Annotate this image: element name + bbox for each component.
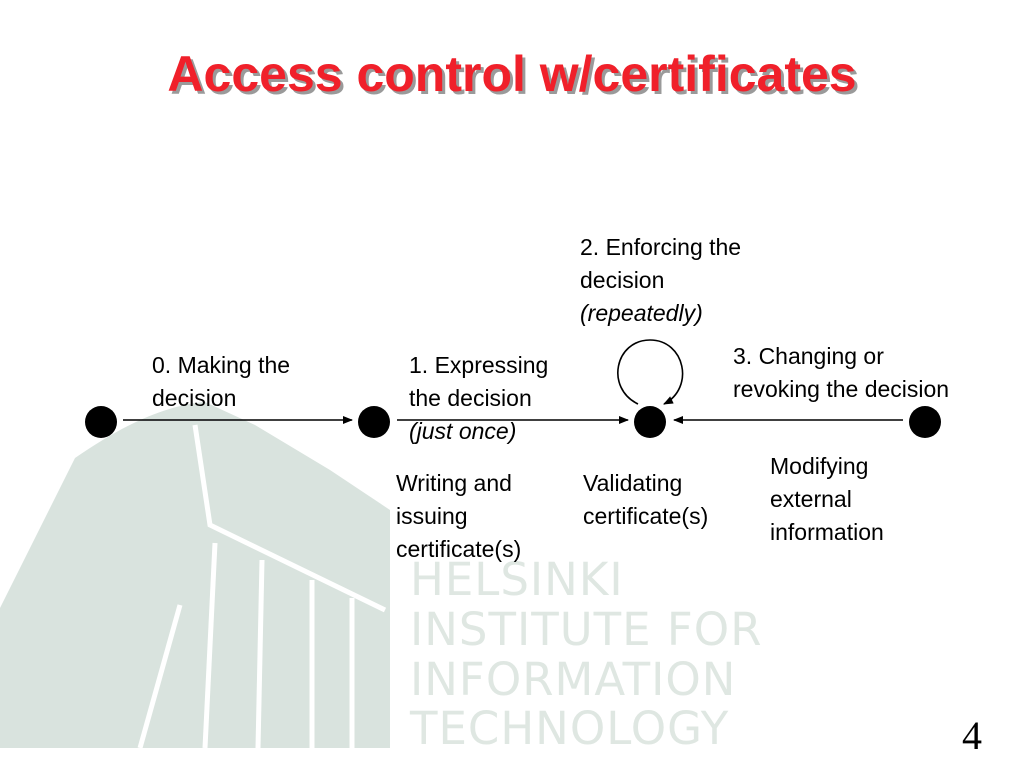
- writing-label: Writing and issuing certificate(s): [396, 467, 521, 566]
- label-line: decision: [580, 267, 665, 293]
- step0-label: 0. Making the decision: [152, 349, 290, 415]
- label-line: decision: [152, 385, 237, 411]
- watermark-line: INFORMATION: [410, 653, 737, 706]
- label-line: 2. Enforcing the: [580, 234, 742, 260]
- step1-label: 1. Expressing the decision (just once): [409, 349, 548, 448]
- watermark-line: INSTITUTE FOR: [410, 603, 763, 656]
- label-line: certificate(s): [396, 536, 522, 562]
- label-line: certificate(s): [583, 503, 709, 529]
- label-line: (repeatedly): [580, 300, 703, 326]
- label-line: 0. Making the: [152, 352, 291, 378]
- label-line: external: [770, 486, 852, 512]
- state-node: [85, 406, 117, 438]
- modifying-label: Modifying external information: [770, 450, 884, 549]
- label-line: the decision: [409, 385, 532, 411]
- step2-label: 2. Enforcing the decision (repeatedly): [580, 231, 741, 330]
- slide-title: Access control w/certificates: [167, 46, 857, 102]
- label-line: Validating: [583, 470, 683, 496]
- label-line: Modifying: [770, 453, 869, 479]
- label-line: (just once): [409, 418, 517, 444]
- self-loop-arrow: [617, 339, 684, 405]
- label-line: 1. Expressing: [409, 352, 549, 378]
- state-node: [909, 406, 941, 438]
- label-line: 3. Changing or: [733, 343, 884, 369]
- label-line: Writing and: [396, 470, 512, 496]
- page-number: 4: [962, 713, 982, 758]
- step3-label: 3. Changing or revoking the decision: [733, 340, 949, 406]
- label-line: information: [770, 519, 884, 545]
- validating-label: Validating certificate(s): [583, 467, 708, 533]
- label-line: issuing: [396, 503, 468, 529]
- watermark-line: HELSINKI: [410, 553, 624, 606]
- label-line: revoking the decision: [733, 376, 950, 402]
- state-node: [358, 406, 390, 438]
- watermark-line: TECHNOLOGY: [410, 702, 730, 755]
- state-node: [634, 406, 666, 438]
